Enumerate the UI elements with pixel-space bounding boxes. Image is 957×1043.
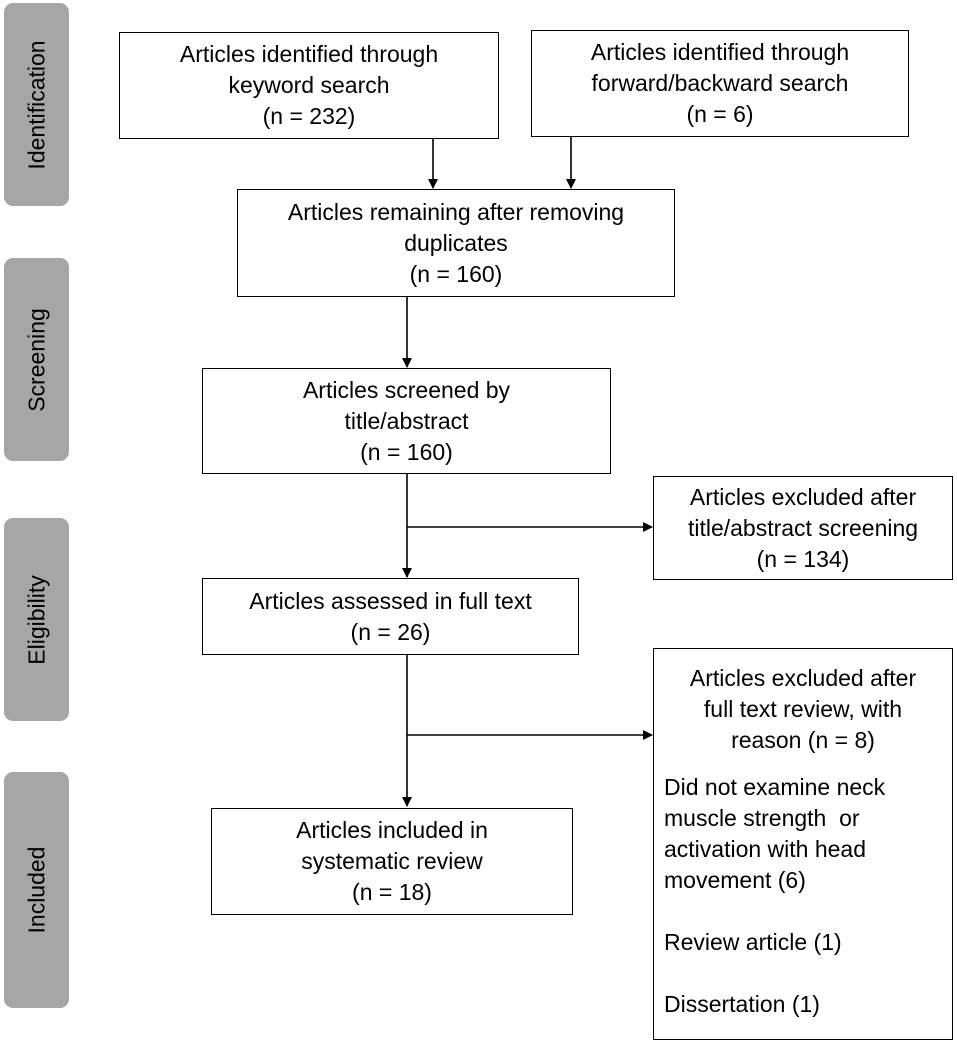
box-line: Articles excluded after: [689, 483, 917, 510]
reason-line: activation with head: [664, 836, 867, 862]
box-line: Articles assessed in full text: [249, 587, 532, 614]
reason-line: muscle strength or: [664, 805, 860, 831]
reason-line: Dissertation (1): [664, 991, 820, 1017]
box-line: Articles remaining after removing: [287, 198, 625, 225]
box-line: keyword search: [228, 72, 390, 98]
phase-eligibility: Eligibility: [4, 518, 69, 721]
reason-line: Did not examine neck: [664, 774, 886, 800]
box-after-duplicates: Articles remaining after removing duplic…: [237, 189, 675, 297]
box-line: (n = 26): [350, 618, 431, 645]
phase-screening: Screening: [4, 258, 69, 461]
phase-included: Included: [4, 772, 69, 1008]
box-keyword-search: Articles identified through keyword sear…: [119, 32, 499, 139]
box-line: duplicates: [404, 229, 508, 256]
box-included: Articles included in systematic review (…: [211, 808, 573, 915]
box-line: Articles identified through: [179, 41, 439, 67]
box-line: systematic review: [301, 848, 483, 874]
box-screened: Articles screened by title/abstract (n =…: [202, 368, 611, 474]
box-full-text-assessed: Articles assessed in full text (n = 26): [202, 578, 579, 655]
box-line: (n = 160): [360, 438, 453, 465]
box-line: (n = 134): [756, 545, 850, 572]
phase-identification: Identification: [4, 3, 69, 206]
box-line: forward/backward search: [591, 70, 849, 96]
box-line: title/abstract screening: [687, 514, 919, 541]
box-line: (n = 6): [686, 101, 754, 127]
box-line: Articles screened by: [302, 376, 511, 403]
box-forward-backward-search: Articles identified through forward/back…: [531, 30, 909, 137]
box-line: (n = 160): [409, 260, 503, 287]
box-line: Articles included in: [296, 817, 488, 843]
box-line: (n = 232): [262, 103, 356, 129]
box-line: reason (n = 8): [731, 727, 875, 753]
reason-line: Review article (1): [664, 929, 842, 955]
box-excluded-title-abstract: Articles excluded after title/abstract s…: [653, 476, 953, 580]
box-line: full text review, with: [703, 696, 903, 722]
box-line: Articles excluded after: [689, 665, 917, 691]
box-line: title/abstract: [344, 407, 469, 434]
reason-line: movement (6): [664, 867, 806, 893]
box-excluded-full-text: Articles excluded after full text review…: [653, 648, 953, 1040]
box-line: (n = 18): [352, 879, 432, 905]
box-line: Articles identified through: [590, 39, 850, 65]
